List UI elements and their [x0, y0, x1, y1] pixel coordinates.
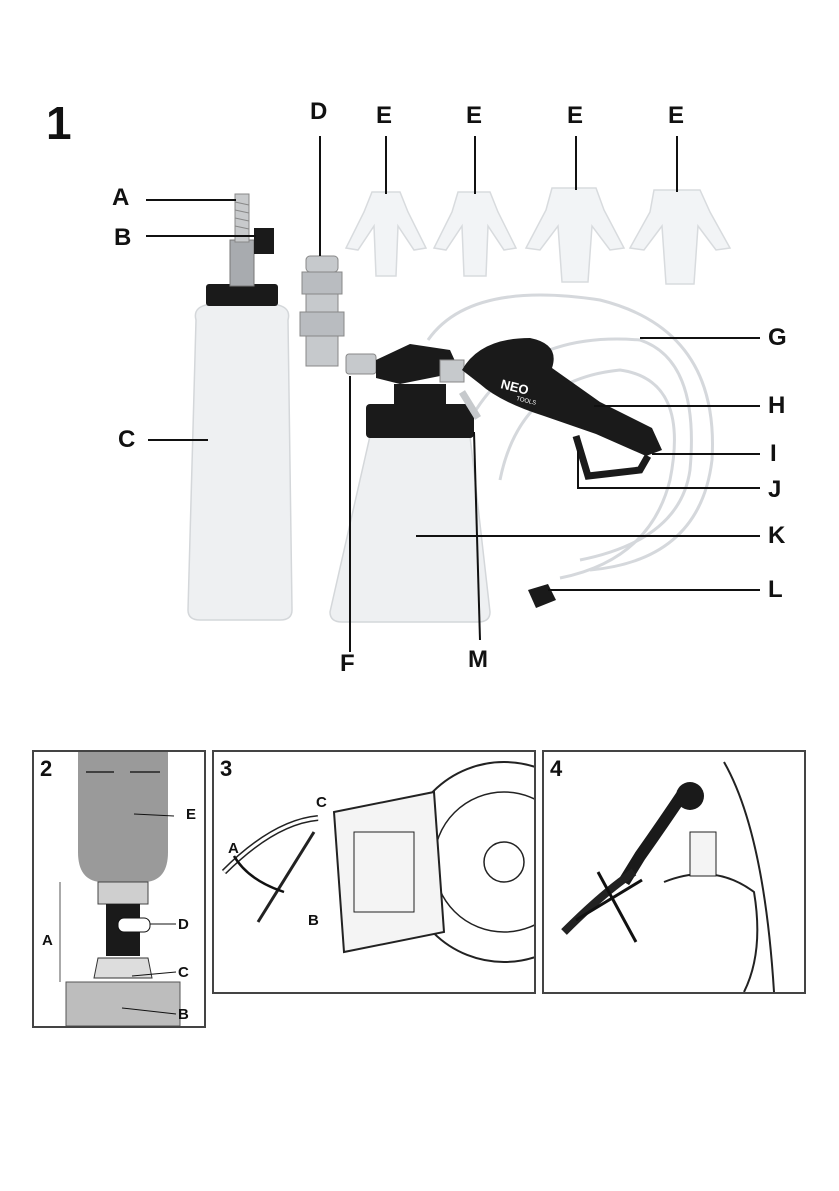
fig2-label-c: C	[178, 964, 189, 981]
figure-4-panel: 4	[542, 750, 806, 994]
container-k	[330, 384, 490, 622]
label-c: C	[118, 428, 135, 452]
label-l: L	[768, 578, 783, 602]
bottle-c	[188, 194, 292, 620]
fig3-label-b: B	[308, 912, 319, 929]
label-h: H	[768, 394, 785, 418]
label-a: A	[112, 186, 129, 210]
figure-2-panel: 2 E D C B A	[32, 750, 206, 1028]
label-e-3: E	[567, 104, 583, 128]
label-e-4: E	[668, 104, 684, 128]
figure-2-number: 2	[40, 756, 52, 782]
figure-1-illustration: NEO TOOLS	[0, 0, 839, 700]
label-e-1: E	[376, 104, 392, 128]
fig2-label-a: A	[42, 932, 53, 949]
label-b: B	[114, 226, 131, 250]
figure-2-illustration	[34, 752, 204, 1026]
figure-3-panel: 3 C A B	[212, 750, 536, 994]
label-e-2: E	[466, 104, 482, 128]
fig3-label-a: A	[228, 840, 239, 857]
connector-d	[300, 256, 344, 366]
label-k: K	[768, 524, 785, 548]
adapters-e	[346, 188, 730, 284]
label-g: G	[768, 326, 787, 350]
label-f: F	[340, 652, 355, 676]
figure-4-number: 4	[550, 756, 562, 782]
label-j: J	[768, 478, 781, 502]
figure-4-illustration	[544, 752, 804, 992]
figure-3-number: 3	[220, 756, 232, 782]
figure-3-illustration	[214, 752, 534, 992]
label-i: I	[770, 442, 777, 466]
fig2-label-e: E	[186, 806, 196, 823]
fig3-label-c: C	[316, 794, 327, 811]
label-d: D	[310, 100, 327, 124]
label-m: M	[468, 648, 488, 672]
fig2-label-d: D	[178, 916, 189, 933]
fig2-label-b: B	[178, 1006, 189, 1023]
nozzle-l	[528, 584, 556, 608]
